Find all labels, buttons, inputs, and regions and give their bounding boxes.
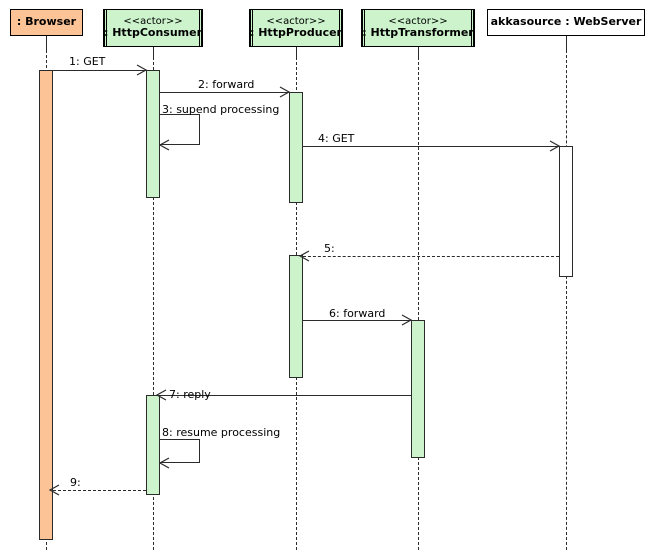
message-line-9[interactable] (53, 490, 146, 491)
lifeline-webserver-stub (566, 36, 567, 50)
lifeline-httptransformer (418, 57, 419, 550)
participant-name-httptransformer: : HttpTransformer (362, 26, 474, 40)
participant-name-httpconsumer: : HttpConsumer (104, 26, 203, 40)
message-label-8: 8: resume processing (162, 426, 281, 439)
activation-bar-browser (39, 70, 53, 540)
message-label-7: 7: reply (169, 388, 211, 401)
message-label-9: 9: (70, 476, 81, 489)
message-label-1: 1: GET (69, 55, 106, 68)
message-line-1[interactable] (46, 70, 146, 71)
message-label-6: 6: forward (329, 307, 386, 320)
lifeline-httpproducer-stub (296, 47, 297, 57)
activation-bar-httpconsumer-1 (146, 70, 160, 198)
message-line-6[interactable] (303, 320, 411, 321)
participant-header-webserver[interactable]: akkasource : WebServer (487, 9, 645, 36)
lifeline-httpconsumer (153, 57, 154, 550)
activation-bar-httpproducer-2 (289, 255, 303, 378)
participant-stereotype-httptransformer: <<actor>> (388, 15, 448, 27)
message-line-2[interactable] (160, 92, 289, 93)
activation-bar-webserver-1 (559, 146, 573, 277)
lifeline-browser-stub (46, 36, 47, 50)
participant-stereotype-httpconsumer: <<actor>> (123, 15, 183, 27)
lifeline-httpconsumer-stub (153, 47, 154, 57)
lifeline-webserver (566, 50, 567, 550)
message-label-4: 4: GET (318, 132, 355, 145)
participant-header-httptransformer[interactable]: <<actor>> : HttpTransformer (361, 9, 475, 47)
message-line-4[interactable] (303, 146, 559, 147)
participant-name-webserver: akkasource : WebServer (490, 15, 642, 29)
lifeline-httptransformer-stub (418, 47, 419, 57)
activation-bar-httpconsumer-2 (146, 395, 160, 495)
message-selfloop-8[interactable] (160, 439, 200, 463)
message-selfloop-3[interactable] (160, 114, 200, 145)
activation-bar-httptransformer-1 (411, 320, 425, 458)
message-label-2: 2: forward (198, 78, 255, 91)
participant-header-browser[interactable]: : Browser (10, 9, 83, 36)
participant-header-httpconsumer[interactable]: <<actor>> : HttpConsumer (103, 9, 203, 47)
activation-bar-httpproducer-1 (289, 92, 303, 203)
participant-name-browser: : Browser (16, 15, 77, 29)
message-label-3: 3: supend processing (162, 103, 280, 116)
message-label-5: 5: (324, 242, 335, 255)
message-line-5[interactable] (303, 256, 559, 257)
message-line-7[interactable] (160, 395, 411, 396)
participant-name-httpproducer: : HttpProducer (250, 26, 342, 40)
participant-header-httpproducer[interactable]: <<actor>> : HttpProducer (249, 9, 343, 47)
participant-stereotype-httpproducer: <<actor>> (266, 15, 326, 27)
